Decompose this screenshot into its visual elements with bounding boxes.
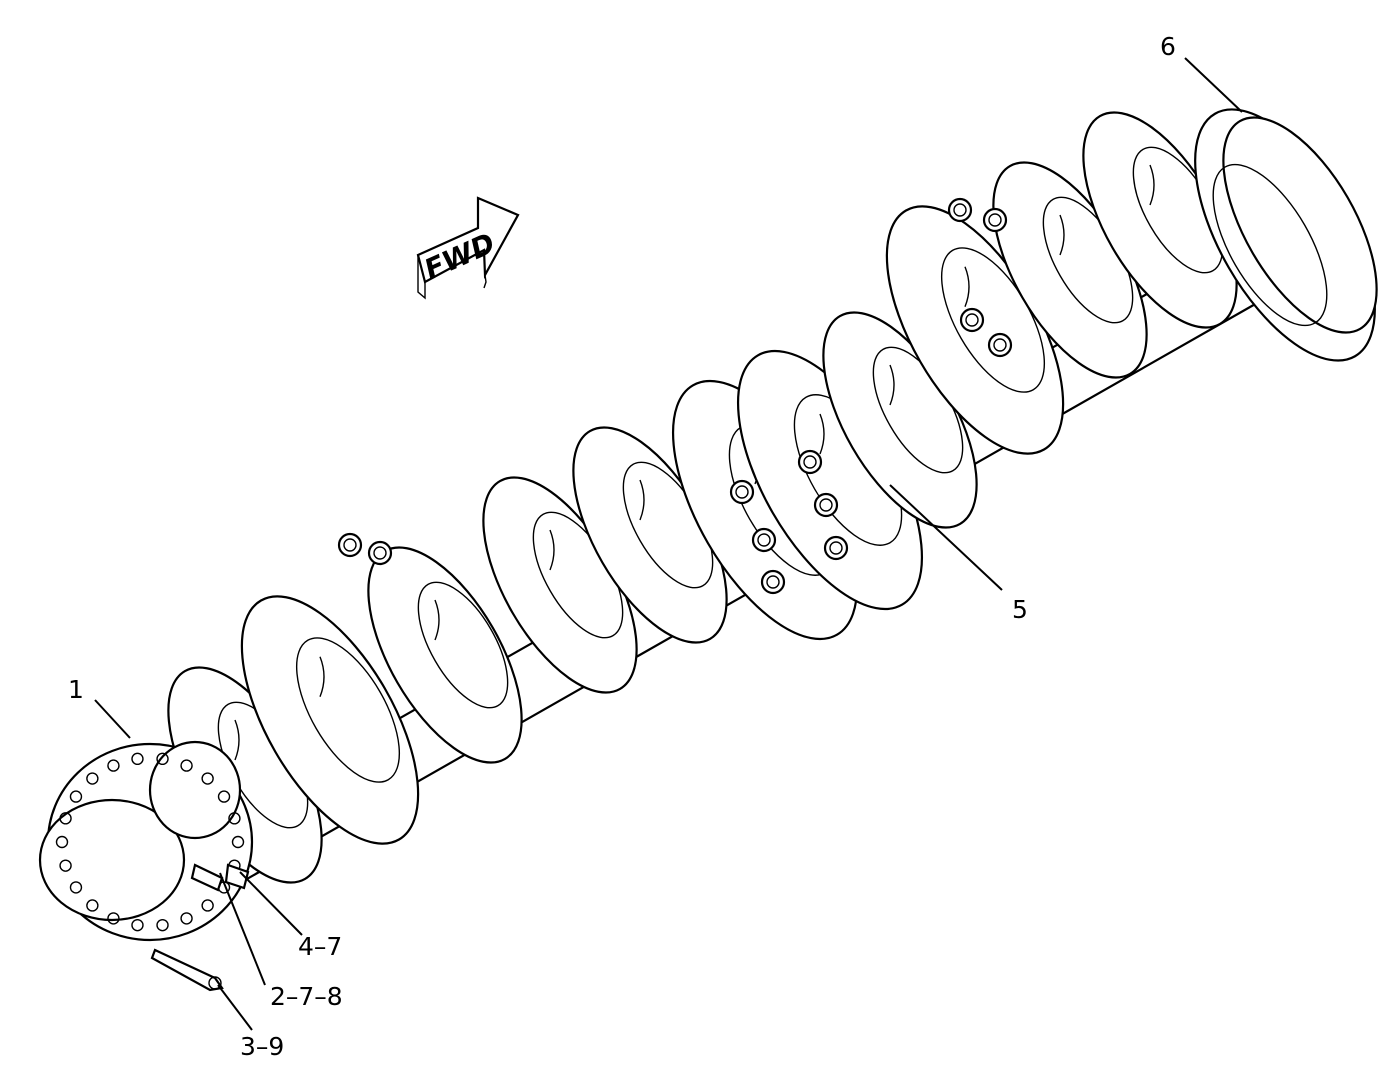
bolt-hole — [69, 790, 83, 803]
leader-3-9 — [217, 984, 253, 1031]
callout-6: 6 — [1160, 32, 1176, 61]
callout-4-7: 4–7 — [298, 932, 342, 961]
bolt-head — [982, 207, 1008, 233]
bolt-hole — [156, 918, 169, 932]
bolt-hole — [55, 835, 69, 849]
callout-2-7-8: 2–7–8 — [270, 982, 343, 1011]
leader-2-7-8 — [219, 872, 266, 986]
bolt-hole — [86, 899, 99, 912]
bolt-hole — [180, 759, 193, 772]
bolt-hole — [201, 772, 214, 785]
bolt-head — [760, 569, 786, 595]
bolt-hole — [131, 752, 144, 766]
crankshaft — [38, 108, 1378, 942]
dowel-pin-installed — [190, 863, 250, 892]
bolt-head — [797, 449, 823, 475]
bolt-head — [729, 479, 755, 505]
callouts: 1 6 5 4–7 2–7–8 3–9 — [68, 32, 1176, 1061]
bolt-hole — [156, 752, 169, 766]
bolt-hole — [107, 912, 120, 925]
leader-lines — [94, 57, 1243, 1031]
bolt-head — [947, 197, 973, 223]
front-flange — [38, 740, 254, 942]
bolt-head — [823, 535, 849, 561]
bolt-hole — [217, 790, 231, 803]
leader-5 — [889, 484, 1003, 591]
dowel-pin-loose — [150, 948, 224, 992]
leader-1 — [94, 699, 131, 739]
bolt-head — [367, 540, 393, 566]
callout-3-9: 3–9 — [240, 1032, 284, 1061]
leader-6 — [1184, 57, 1243, 113]
leader-4-7 — [239, 871, 303, 936]
bolt-hole — [86, 772, 99, 785]
counterweight-bolts — [337, 197, 1013, 595]
callout-5: 5 — [1012, 595, 1028, 624]
bolt-head — [959, 307, 985, 333]
bolt-head — [813, 492, 839, 518]
bolt-head — [337, 532, 363, 558]
bolt-hole — [231, 835, 245, 849]
fwd-arrow: FWD — [416, 196, 520, 300]
bolt-hole — [59, 859, 72, 872]
bolt-head — [751, 527, 777, 553]
bolt-hole — [107, 759, 120, 772]
bolt-hole — [201, 899, 214, 912]
bolt-hole — [59, 812, 72, 825]
rear-gear-end — [1194, 108, 1378, 362]
bolt-hole — [228, 812, 241, 825]
callout-1: 1 — [68, 675, 84, 704]
bolt-hole — [69, 881, 83, 894]
bolt-head — [987, 332, 1013, 358]
bolt-hole — [180, 912, 193, 925]
bolt-hole — [131, 918, 144, 932]
crank-web — [240, 595, 420, 845]
